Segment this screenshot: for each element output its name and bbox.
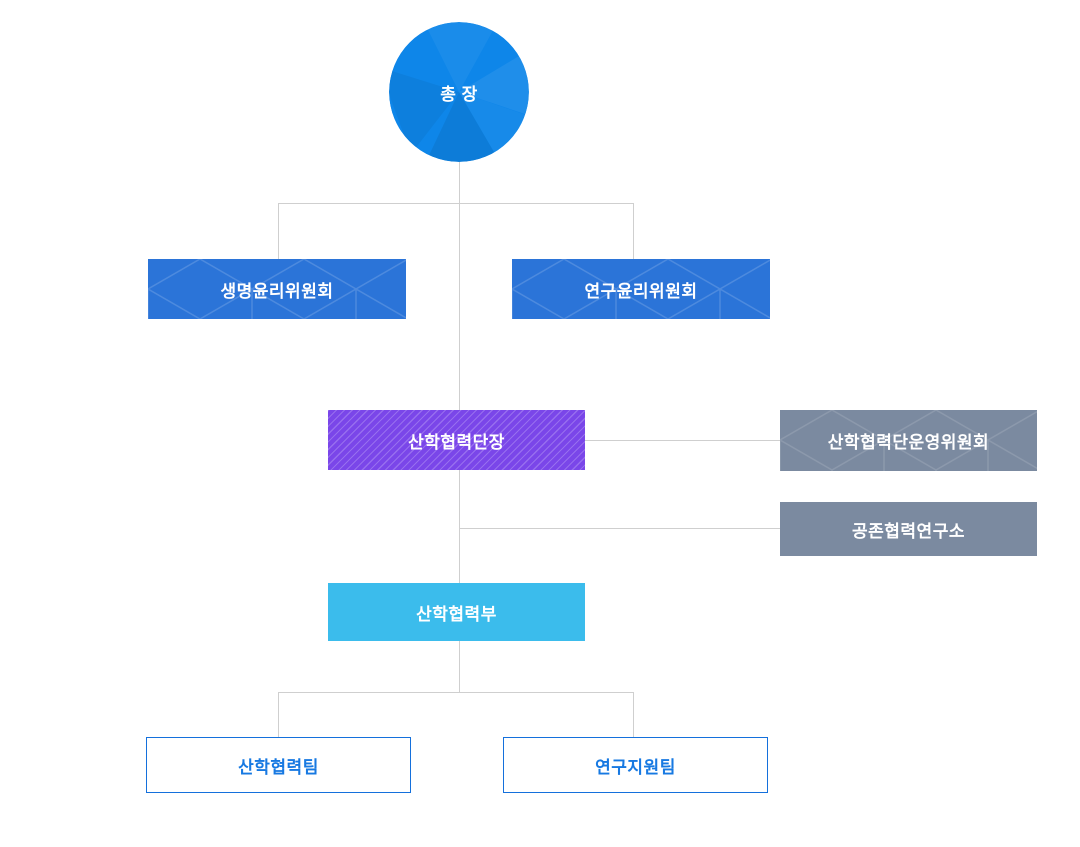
research-ethics-committee-node: 연구윤리위원회 [512, 259, 770, 319]
connector-top-hbar [278, 203, 633, 204]
steering-committee-label: 산학협력단운영위원회 [827, 433, 990, 452]
research-support-team-label: 연구지원팀 [595, 757, 676, 777]
research-ethics-committee-label: 연구윤리위원회 [584, 281, 698, 301]
bioethics-committee-node: 생명윤리위원회 [148, 259, 406, 319]
connector-director-steering [585, 440, 780, 441]
steering-committee-node: 산학협력단운영위원회 [780, 410, 1037, 471]
director-node: 산학협력단장 [328, 410, 585, 470]
department-node: 산학협력부 [328, 583, 585, 641]
connector-director-to-department [459, 470, 460, 583]
coexistence-institute-label: 공존협력연구소 [852, 521, 965, 541]
department-label: 산학협력부 [416, 604, 497, 624]
director-label: 산학협력단장 [408, 432, 505, 452]
connector-department-down [459, 641, 460, 692]
president-node: 총 장 [389, 22, 529, 162]
connector-bottom-hbar [278, 692, 633, 693]
president-label: 총 장 [440, 84, 478, 104]
connector-center-to-director [459, 203, 460, 410]
research-support-team-node: 연구지원팀 [503, 737, 768, 793]
bioethics-committee-label: 생명윤리위원회 [220, 281, 334, 301]
connector-president-down [459, 161, 460, 203]
industry-academic-team-label: 산학협력팀 [238, 757, 319, 777]
connector-team-right-drop [633, 692, 634, 737]
coexistence-institute-node: 공존협력연구소 [780, 502, 1037, 556]
connector-to-institute [459, 528, 780, 529]
industry-academic-team-node: 산학협력팀 [146, 737, 411, 793]
connector-bioethics-drop [278, 203, 279, 259]
connector-team-left-drop [278, 692, 279, 737]
connector-research-ethics-drop [633, 203, 634, 259]
